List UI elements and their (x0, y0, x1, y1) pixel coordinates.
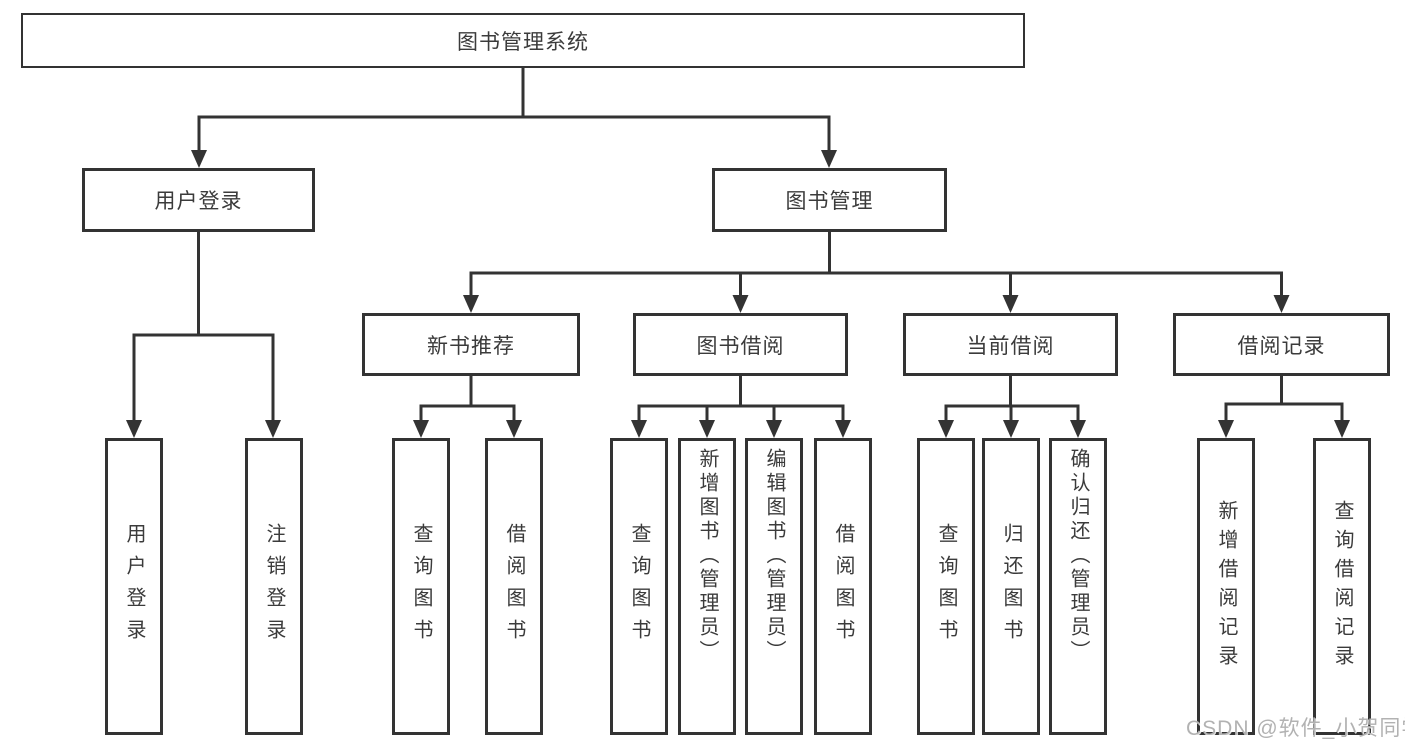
leaf-label: 编辑图书（管理员） (763, 448, 785, 664)
arrowhead-down-icon (265, 420, 281, 438)
connector-root-to-branches (191, 68, 837, 168)
connector-book-management-group (463, 232, 1290, 313)
arrowhead-down-icon (821, 150, 837, 168)
connector-path (197, 68, 831, 152)
arrowhead-down-icon (1218, 420, 1234, 438)
node-current-borrow: 当前借阅 (903, 313, 1118, 376)
leaf-label: 借阅图书 (832, 522, 854, 651)
leaf-label: 查询借阅记录 (1331, 499, 1353, 674)
leaf-label: 查询图书 (628, 522, 650, 651)
node-label: 图书管理 (785, 190, 874, 213)
arrowhead-down-icon (463, 295, 479, 313)
arrowhead-down-icon (699, 420, 715, 438)
node-label: 当前借阅 (966, 334, 1055, 358)
connector-path (1224, 376, 1344, 422)
arrowhead-down-icon (191, 150, 207, 168)
leaf-query-books-recommend: 查询图书 (392, 438, 450, 735)
arrowhead-down-icon (766, 420, 782, 438)
leaf-label: 确认归还（管理员） (1067, 448, 1089, 664)
leaf-return-books: 归还图书 (982, 438, 1040, 735)
leaf-user-login: 用户登录 (105, 438, 163, 735)
node-system-root: 图书管理系统 (21, 13, 1025, 68)
arrowhead-down-icon (1002, 295, 1019, 313)
leaf-label: 归还图书 (1000, 522, 1022, 651)
connector-path (132, 232, 275, 422)
arrowhead-down-icon (1334, 420, 1350, 438)
leaf-query-books-borrow: 查询图书 (610, 438, 668, 735)
arrowhead-down-icon (1273, 295, 1290, 313)
connector-new-book-group (413, 376, 522, 438)
leaf-label: 注销登录 (263, 522, 285, 651)
arrowhead-down-icon (413, 420, 429, 438)
arrowhead-down-icon (938, 420, 954, 438)
leaf-query-borrow-record: 查询借阅记录 (1313, 438, 1371, 735)
connector-user-login-group (126, 232, 281, 438)
connector-path (419, 376, 516, 422)
arrowhead-down-icon (631, 420, 647, 438)
arrowhead-down-icon (732, 295, 749, 313)
connector-path (637, 376, 845, 422)
connector-book-borrow-group (631, 376, 851, 438)
node-label: 新书推荐 (427, 334, 515, 358)
node-book-management: 图书管理 (712, 168, 947, 232)
leaf-add-books-admin: 新增图书（管理员） (678, 438, 736, 735)
arrowhead-down-icon (835, 420, 851, 438)
leaf-label: 借阅图书 (503, 522, 525, 651)
node-label: 图书管理系统 (457, 30, 589, 54)
arrowhead-down-icon (1003, 420, 1019, 438)
arrowhead-down-icon (1070, 420, 1086, 438)
leaf-borrow-books-recommend: 借阅图书 (485, 438, 543, 735)
connector-path (944, 376, 1080, 422)
node-book-borrow: 图书借阅 (633, 313, 848, 376)
leaf-label: 查询图书 (410, 522, 432, 651)
leaf-add-borrow-record: 新增借阅记录 (1197, 438, 1255, 735)
connector-path (469, 232, 1283, 297)
node-user-login: 用户登录 (82, 168, 315, 232)
leaf-label: 新增借阅记录 (1215, 499, 1237, 674)
leaf-query-books-current: 查询图书 (917, 438, 975, 735)
leaf-label: 查询图书 (935, 522, 957, 651)
leaf-edit-books-admin: 编辑图书（管理员） (745, 438, 803, 735)
connector-current-borrow-group (938, 376, 1086, 438)
leaf-confirm-return-admin: 确认归还（管理员） (1049, 438, 1107, 735)
arrowhead-down-icon (506, 420, 522, 438)
node-label: 借阅记录 (1237, 334, 1326, 358)
connector-borrow-records-group (1218, 376, 1350, 438)
leaf-label: 新增图书（管理员） (696, 448, 718, 664)
node-borrow-records: 借阅记录 (1173, 313, 1390, 376)
node-new-book-recommend: 新书推荐 (362, 313, 580, 376)
node-label: 图书借阅 (696, 334, 785, 358)
node-label: 用户登录 (154, 190, 243, 213)
leaf-borrow-books: 借阅图书 (814, 438, 872, 735)
leaf-logout: 注销登录 (245, 438, 303, 735)
leaf-label: 用户登录 (123, 522, 145, 651)
csdn-watermark: CSDN @软件_小贺同学 (1186, 717, 1405, 740)
arrowhead-down-icon (126, 420, 142, 438)
